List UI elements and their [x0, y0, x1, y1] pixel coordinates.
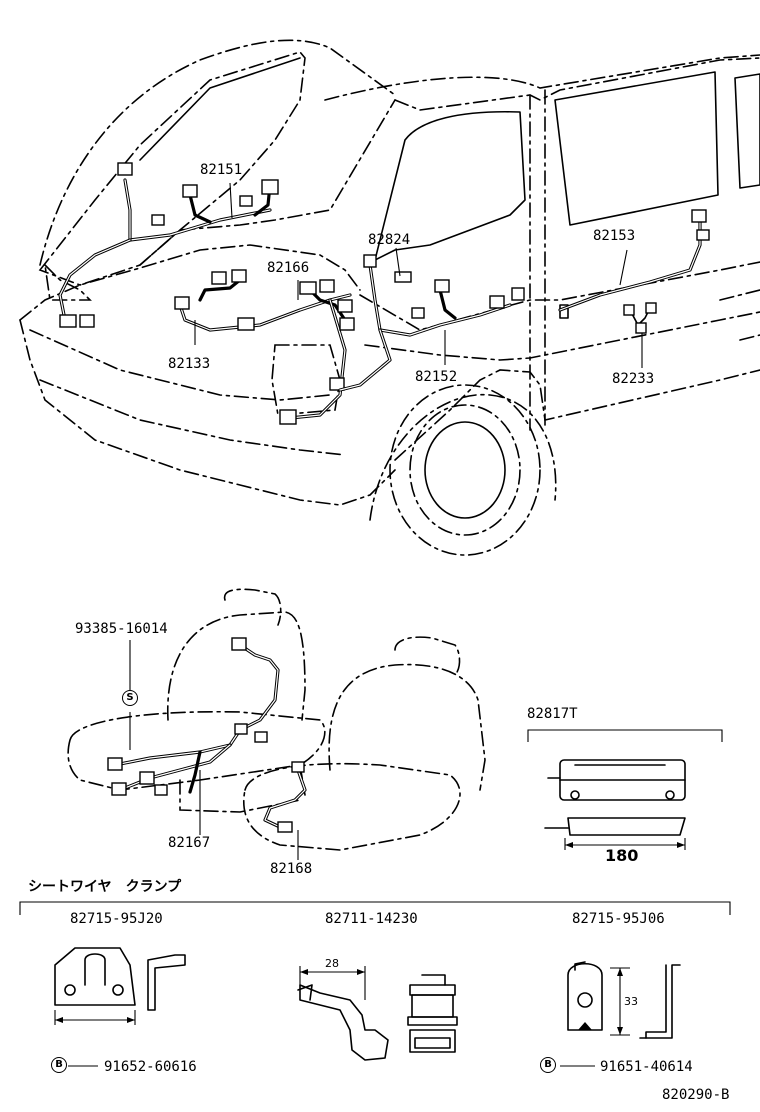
part-label-93385-16014: 93385-16014: [75, 621, 168, 637]
bolt-label-91651-40614: 91651-40614: [600, 1059, 693, 1075]
part-label-82166: 82166: [267, 260, 310, 276]
part-label-82152: 82152: [415, 369, 458, 385]
bolt-label-91652-60616: 91652-60616: [104, 1059, 197, 1075]
part-label-82153: 82153: [593, 228, 636, 244]
dimension-180: 180: [605, 846, 639, 865]
harness-82152: [338, 254, 525, 392]
clamp-82711-14230: [297, 966, 458, 1061]
clamp-label-82711-14230: 82711-14230: [325, 911, 418, 927]
vehicle-leader-lines: [194, 182, 643, 368]
symbol-b-right: B: [540, 1057, 556, 1073]
dimension-33: 33: [624, 995, 638, 1008]
part-label-82233: 82233: [612, 371, 655, 387]
seat-leader-lines: [129, 640, 299, 860]
harness-82151: [58, 162, 279, 328]
section-title: シートワイヤ クランプ: [28, 879, 182, 895]
harness-82153: [558, 209, 710, 312]
dimension-28: 28: [325, 957, 339, 970]
clamp-label-82715-95j06: 82715-95J06: [572, 911, 665, 927]
drawing-number: 820290-B: [662, 1087, 730, 1103]
clamp-section-bracket: [19, 901, 731, 915]
part-82817t: [527, 729, 723, 850]
front-seat: [243, 636, 486, 851]
part-label-82151: 82151: [200, 162, 243, 178]
seat-harness-82168: [263, 761, 307, 833]
clamp-label-82715-95j20: 82715-95J20: [70, 911, 163, 927]
part-label-82168: 82168: [270, 861, 313, 877]
clamp-82715-95j20: [54, 947, 186, 1067]
symbol-s: S: [122, 690, 138, 706]
front-wheel: [369, 384, 557, 556]
harness-82233: [623, 302, 657, 334]
part-label-82133: 82133: [168, 356, 211, 372]
seat-harness-82167: [107, 637, 280, 796]
part-label-82817t: 82817T: [527, 706, 578, 722]
harness-82133-82166: [174, 269, 355, 425]
clamp-82715-95j06: [560, 961, 681, 1067]
part-label-82167: 82167: [168, 835, 211, 851]
vehicle-body-outline: [19, 39, 760, 506]
part-label-82824: 82824: [368, 232, 411, 248]
symbol-b-left: B: [51, 1057, 67, 1073]
